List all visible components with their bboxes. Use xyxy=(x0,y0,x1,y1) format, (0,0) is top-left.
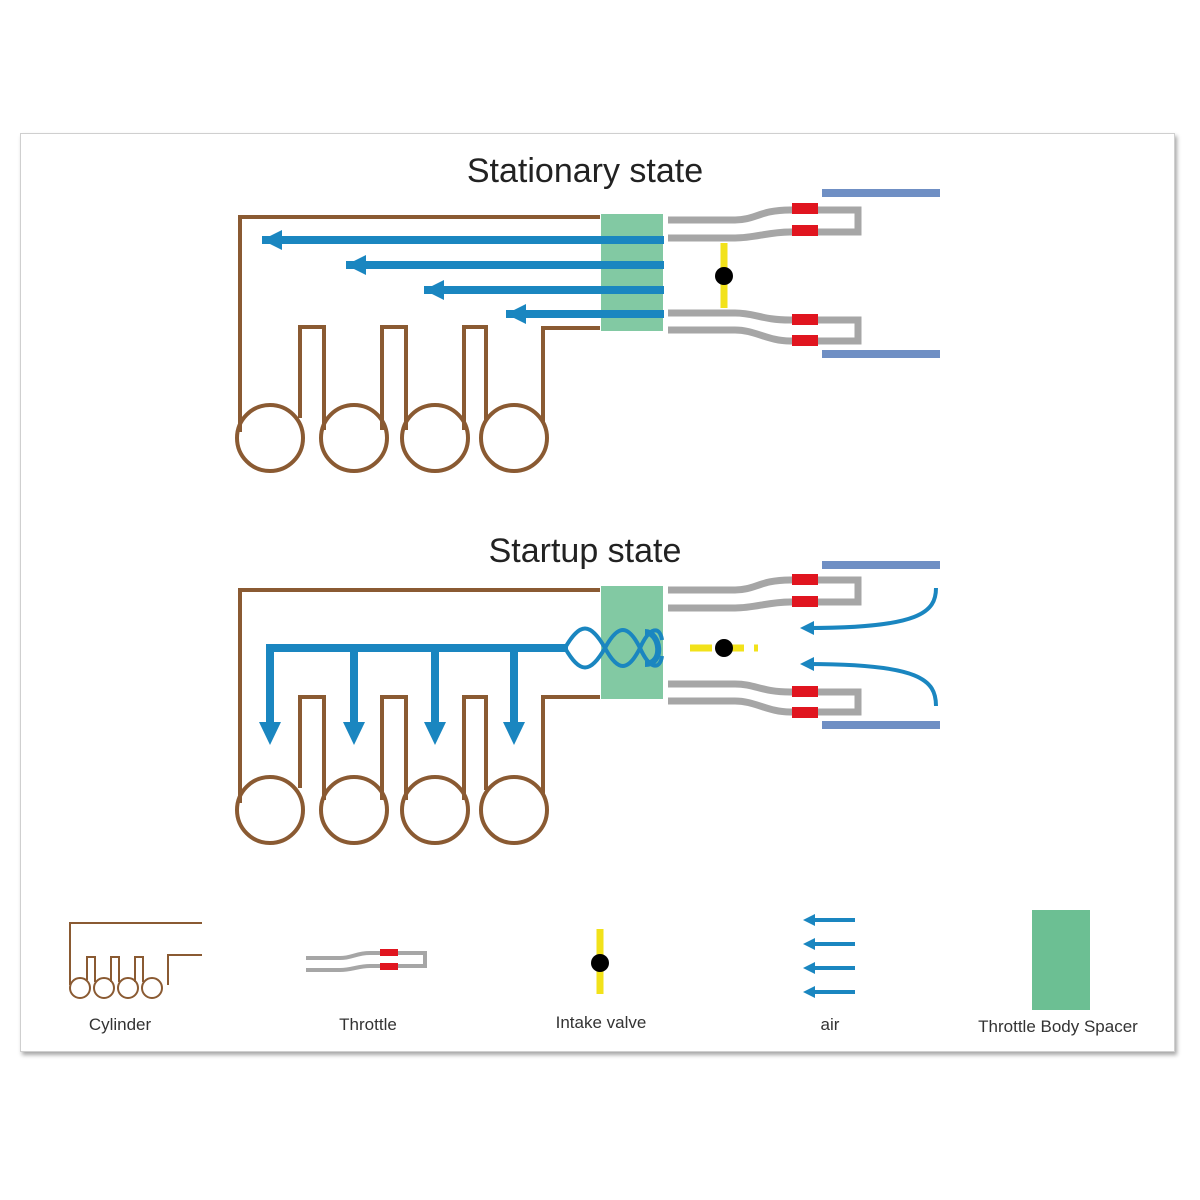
startup-upper-ring-2 xyxy=(792,596,818,607)
stationary-manifold xyxy=(235,215,600,473)
legend-throttle-ring-1 xyxy=(380,949,398,956)
startup-manifold xyxy=(235,588,600,845)
startup-incoming-arrowheads xyxy=(800,621,814,671)
startup-incoming-air xyxy=(807,587,938,707)
legend-intake-valve-label: Intake valve xyxy=(556,1013,647,1032)
stationary-spacer-arrows-overlay xyxy=(601,236,663,318)
stationary-lower-ring-1 xyxy=(792,314,818,325)
startup-valve-pivot xyxy=(715,639,733,657)
legend-air-label: air xyxy=(821,1015,840,1034)
stationary-upper-ring-2 xyxy=(792,225,818,236)
legend-air-arrowheads xyxy=(803,914,815,998)
startup-air-flow xyxy=(266,644,568,728)
startup-upper-ring-1 xyxy=(792,574,818,585)
startup-title: Startup state xyxy=(489,532,682,570)
legend-throttle-symbol xyxy=(306,951,427,972)
legend-spacer-symbol xyxy=(1032,910,1090,1010)
stationary-valve-pivot xyxy=(715,267,733,285)
stationary-lower-ring-2 xyxy=(792,335,818,346)
startup-intake-upper xyxy=(822,561,940,569)
legend-throttle-label: Throttle xyxy=(339,1015,397,1034)
stationary-arrowheads xyxy=(262,230,526,324)
legend-cylinder-symbol xyxy=(69,922,202,999)
stationary-throttle-lower xyxy=(668,309,862,345)
stationary-throttle-upper xyxy=(668,206,862,242)
startup-lower-ring-1 xyxy=(792,686,818,697)
stationary-upper-ring-1 xyxy=(792,203,818,214)
legend-spacer-label: Throttle Body Spacer xyxy=(978,1017,1138,1036)
startup-spacer xyxy=(601,586,663,699)
legend-air-symbol xyxy=(814,918,855,994)
stationary-intake-lower xyxy=(822,350,940,358)
startup-intake-lower xyxy=(822,721,940,729)
startup-throttle-upper xyxy=(668,576,862,612)
stationary-intake-upper xyxy=(822,189,940,197)
startup-vortex xyxy=(563,626,664,670)
startup-lower-ring-2 xyxy=(792,707,818,718)
legend-valve-pivot xyxy=(591,954,609,972)
startup-arrowheads-down xyxy=(259,722,525,745)
legend-cylinder-label: Cylinder xyxy=(89,1015,152,1034)
legend-throttle-ring-2 xyxy=(380,963,398,970)
stationary-title: Stationary state xyxy=(467,152,703,190)
startup-throttle-lower xyxy=(668,680,862,716)
